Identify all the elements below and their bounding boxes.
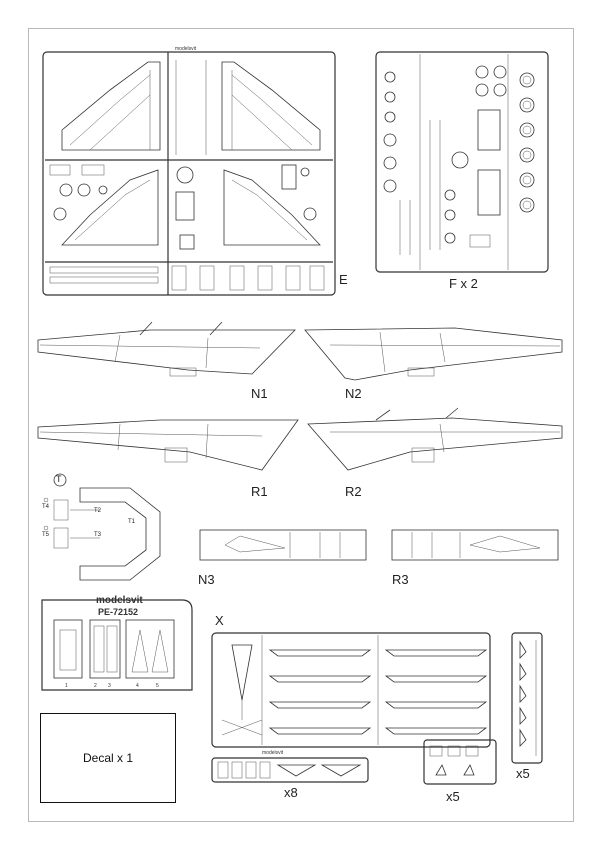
part-r3 — [391, 529, 559, 561]
label-r3: R3 — [392, 572, 409, 587]
label-t3: T3 — [94, 532, 102, 538]
pe-num-4: 4 — [136, 683, 139, 689]
label-t2: T2 — [94, 508, 102, 514]
sprue-e-tag: modelsvit — [175, 46, 197, 52]
page-frame — [28, 28, 574, 822]
label-r2: R2 — [345, 484, 362, 499]
sprue-x8: modelsvit — [211, 750, 369, 783]
sprue-x8-tag: modelsvit — [262, 750, 284, 756]
decal-label: Decal x 1 — [82, 751, 134, 765]
label-t4: T4 — [42, 504, 50, 510]
label-n3: N3 — [198, 572, 215, 587]
wing-r2 — [307, 407, 563, 471]
pe-num-3: 3 — [108, 683, 111, 689]
wing-n2 — [304, 327, 563, 381]
label-t: T — [56, 474, 62, 484]
label-x: X — [215, 613, 224, 628]
label-n1: N1 — [251, 386, 268, 401]
part-n3 — [199, 529, 367, 561]
sprue-e: modelsvit — [42, 46, 336, 296]
label-r1: R1 — [251, 484, 268, 499]
label-x5-small: x5 — [446, 789, 460, 804]
pe-num-1: 1 — [65, 683, 68, 689]
label-x5-tall: x5 — [516, 766, 530, 781]
sprue-x5-small — [423, 739, 497, 785]
label-x8: x8 — [284, 785, 298, 800]
sprue-x5-tall — [511, 632, 543, 764]
pe-num-5: 5 — [156, 683, 159, 689]
decal-box: Decal x 1 — [40, 713, 176, 803]
label-t5: T5 — [42, 532, 50, 538]
wing-r1 — [37, 419, 299, 471]
pe-code: PE-72152 — [98, 607, 138, 617]
label-sprue-e: E — [339, 272, 348, 287]
part-t — [43, 473, 161, 581]
wing-n1 — [37, 321, 296, 377]
pe-num-2: 2 — [94, 683, 97, 689]
label-sprue-f: F x 2 — [449, 276, 478, 291]
sprue-x — [211, 632, 491, 748]
label-t1: T1 — [128, 519, 136, 525]
sprue-f — [375, 51, 549, 273]
pe-fret: modelsvit PE-72152 1 2 3 4 5 — [41, 595, 193, 691]
label-n2: N2 — [345, 386, 362, 401]
pe-brand: modelsvit — [96, 595, 143, 606]
